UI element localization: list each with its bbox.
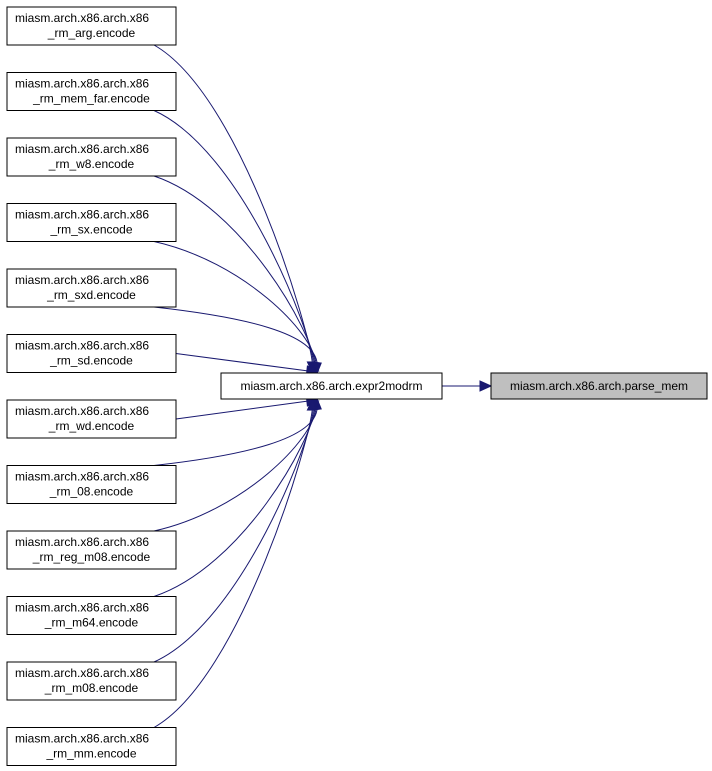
node-box	[6, 137, 177, 177]
node-label: miasm.arch.x86.arch.expr2modrm	[240, 379, 422, 393]
node-label-line2: _rm_08.encode	[49, 485, 134, 499]
caller-node-rm_mm[interactable]: miasm.arch.x86.arch.x86_rm_mm.encode	[6, 727, 177, 766]
caller-node-rm_08[interactable]: miasm.arch.x86.arch.x86_rm_08.encode	[6, 465, 177, 504]
call-edge-rm_sd	[175, 353, 309, 372]
node-box	[6, 6, 177, 46]
node-label-line1: miasm.arch.x86.arch.x86	[15, 732, 149, 746]
caller-node-rm_sd[interactable]: miasm.arch.x86.arch.x86_rm_sd.encode	[6, 334, 177, 373]
node-label-line1: miasm.arch.x86.arch.x86	[15, 339, 149, 353]
node-box	[6, 596, 177, 635]
node-label-line2: _rm_sx.encode	[49, 223, 132, 237]
node-label-line2: _rm_arg.encode	[47, 26, 136, 40]
call-edge-rm_reg_m08	[153, 407, 317, 532]
target-node-expr2modrm[interactable]: miasm.arch.x86.arch.expr2modrm	[220, 372, 443, 400]
node-box	[6, 661, 177, 701]
node-label: miasm.arch.x86.arch.parse_mem	[510, 379, 688, 393]
node-box	[6, 530, 177, 570]
node-box	[6, 268, 177, 308]
node-label-line1: miasm.arch.x86.arch.x86	[15, 535, 149, 549]
node-label-line1: miasm.arch.x86.arch.x86	[15, 77, 149, 91]
node-box	[6, 72, 177, 111]
node-label-line2: _rm_w8.encode	[48, 157, 135, 171]
node-label-line1: miasm.arch.x86.arch.x86	[15, 142, 149, 156]
caller-node-rm_w8[interactable]: miasm.arch.x86.arch.x86_rm_w8.encode	[6, 137, 177, 177]
call-edge-rm_mem_far	[153, 110, 315, 365]
caller-node-rm_reg_m08[interactable]: miasm.arch.x86.arch.x86_rm_reg_m08.encod…	[6, 530, 177, 570]
call-edge-rm_mm	[153, 407, 313, 728]
node-label-line2: _rm_mm.encode	[45, 747, 136, 761]
node-label-line2: _rm_sxd.encode	[46, 288, 136, 302]
call-edge-rm_arg	[153, 44, 313, 365]
node-label-line1: miasm.arch.x86.arch.x86	[15, 666, 149, 680]
node-box	[6, 203, 177, 242]
arrowhead-icon	[306, 397, 318, 411]
node-box	[6, 399, 177, 439]
arrowhead-icon	[311, 361, 322, 375]
caller-node-rm_m64[interactable]: miasm.arch.x86.arch.x86_rm_m64.encode	[6, 596, 177, 635]
node-box	[490, 372, 708, 400]
call-edge-rm_08	[153, 407, 318, 466]
node-label-line1: miasm.arch.x86.arch.x86	[15, 208, 149, 222]
caller-node-rm_sxd[interactable]: miasm.arch.x86.arch.x86_rm_sxd.encode	[6, 268, 177, 308]
node-label-line2: _rm_mem_far.encode	[32, 92, 150, 106]
caller-node-rm_sx[interactable]: miasm.arch.x86.arch.x86_rm_sx.encode	[6, 203, 177, 242]
caller-node-rm_mem_far[interactable]: miasm.arch.x86.arch.x86_rm_mem_far.encod…	[6, 72, 177, 111]
current-node-parse-mem[interactable]: miasm.arch.x86.arch.parse_mem	[490, 372, 708, 400]
node-label-line2: _rm_reg_m08.encode	[32, 550, 151, 564]
call-edge-rm_sx	[153, 241, 317, 365]
node-label-line1: miasm.arch.x86.arch.x86	[15, 273, 149, 287]
node-label-line1: miasm.arch.x86.arch.x86	[15, 601, 149, 615]
node-box	[6, 334, 177, 373]
node-label-line1: miasm.arch.x86.arch.x86	[15, 11, 149, 25]
caller-node-rm_wd[interactable]: miasm.arch.x86.arch.x86_rm_wd.encode	[6, 399, 177, 439]
node-box	[220, 372, 443, 400]
call-edge-rm_sxd	[153, 306, 318, 365]
arrowhead-icon	[479, 380, 493, 392]
node-label-line2: _rm_m08.encode	[44, 681, 139, 695]
call-edge-rm_wd	[175, 400, 309, 420]
call-edge-rm_m08	[153, 407, 315, 663]
node-box	[6, 465, 177, 504]
node-label-line1: miasm.arch.x86.arch.x86	[15, 404, 149, 418]
caller-node-rm_m08[interactable]: miasm.arch.x86.arch.x86_rm_m08.encode	[6, 661, 177, 701]
node-label-line2: _rm_wd.encode	[48, 419, 135, 433]
node-label-line1: miasm.arch.x86.arch.x86	[15, 470, 149, 484]
edges-layer	[153, 44, 493, 728]
caller-node-rm_arg[interactable]: miasm.arch.x86.arch.x86_rm_arg.encode	[6, 6, 177, 46]
nodes-layer: miasm.arch.x86.arch.x86_rm_arg.encodemia…	[6, 6, 708, 766]
node-label-line2: _rm_m64.encode	[44, 616, 139, 630]
node-box	[6, 727, 177, 766]
node-label-line2: _rm_sd.encode	[49, 354, 133, 368]
